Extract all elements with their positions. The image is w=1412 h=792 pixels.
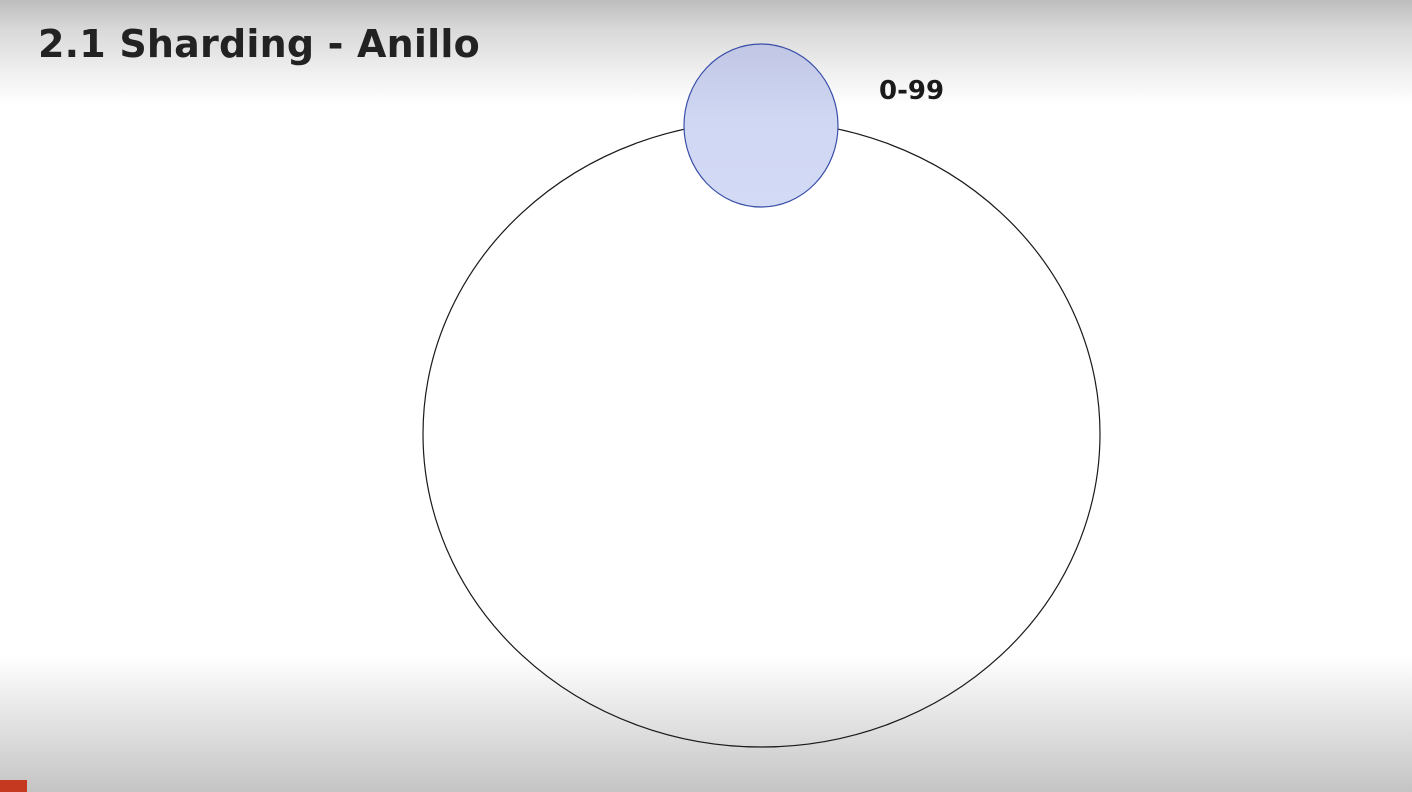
shard-node [683,43,839,208]
slide-title: 2.1 Sharding - Anillo [38,22,480,66]
hash-ring [422,120,1101,748]
shard-range-label: 0-99 [879,76,945,106]
slide-corner-tab [0,780,27,792]
